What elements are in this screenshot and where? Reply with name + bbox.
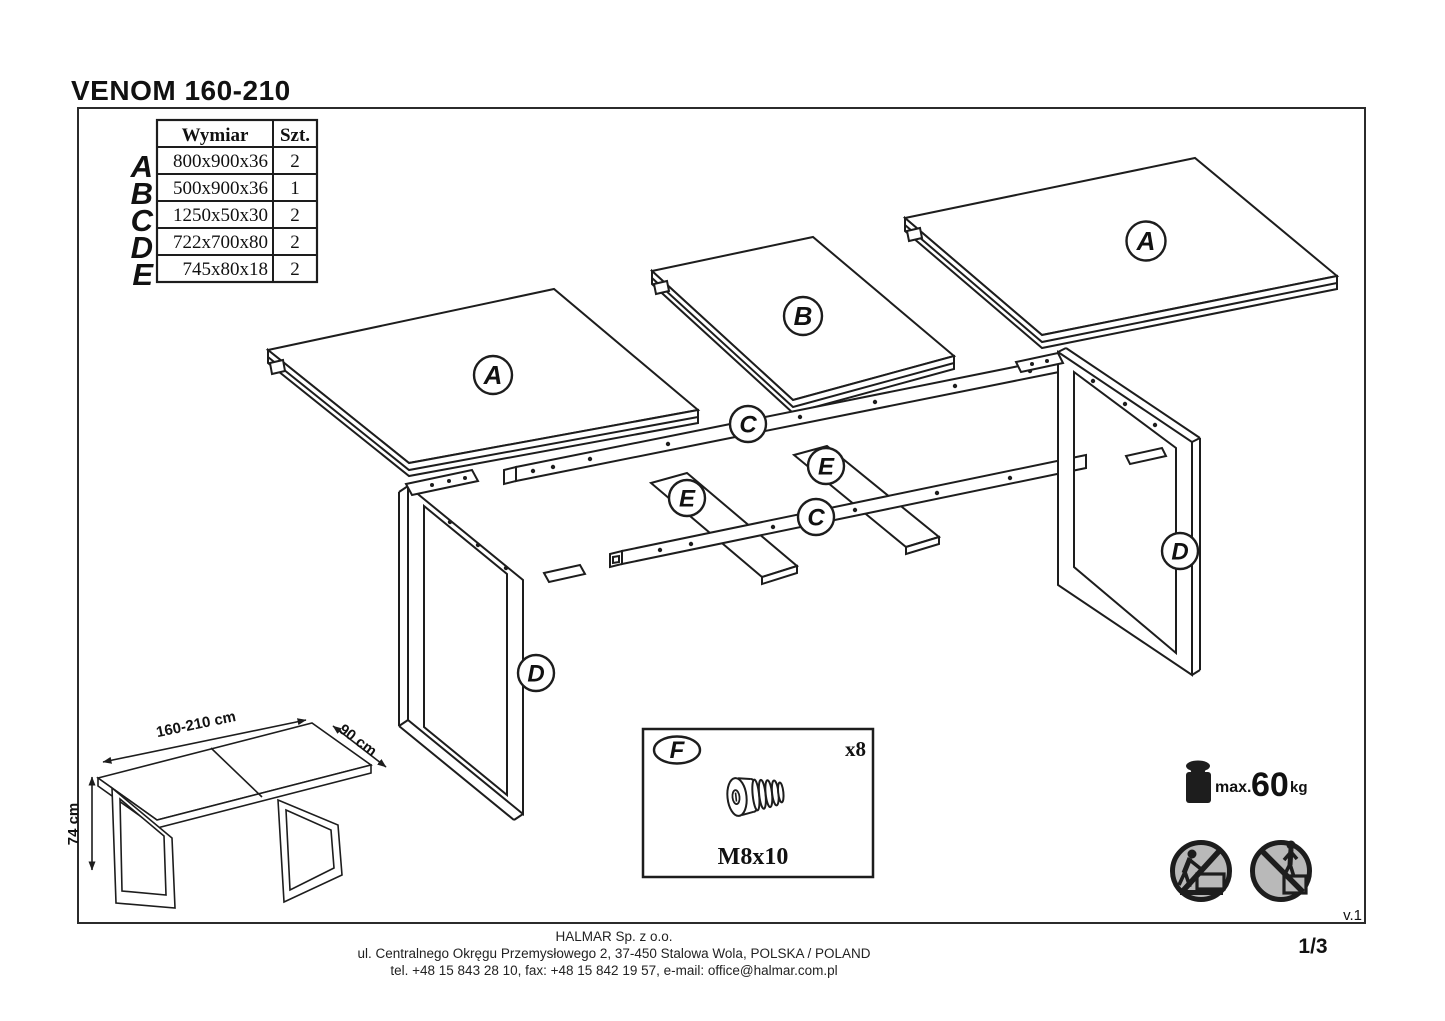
- part-badge-a-right: A: [1125, 220, 1167, 262]
- footer-contact: tel. +48 15 843 28 10, fax: +48 15 842 1…: [390, 963, 837, 978]
- height-dimension-label: 74 cm: [65, 803, 82, 846]
- depth-dimension-arrow: [332, 725, 387, 768]
- part-badge-c-lower: C: [796, 497, 836, 537]
- row-dim-a: 800x900x36: [173, 151, 268, 172]
- svg-text:C: C: [739, 412, 757, 439]
- rail-bracket: [404, 468, 480, 497]
- part-badge-c-upper: C: [728, 404, 768, 444]
- row-letter-e: E: [132, 257, 154, 292]
- row-letter-d: D: [131, 230, 153, 265]
- hardware-count: x8: [845, 737, 866, 761]
- exploded-diagram: A B A C E E C D: [265, 156, 1340, 821]
- col-header-qty: Szt.: [280, 125, 310, 146]
- overview-leg-left: [111, 786, 176, 909]
- length-dimension-arrow: [102, 718, 307, 764]
- row-qty-a: 2: [290, 151, 300, 172]
- rail-c-lower: [609, 453, 1087, 569]
- footer: HALMAR Sp. z o.o. ul. Centralnego Okręgu…: [357, 929, 870, 978]
- row-dim-d: 722x700x80: [173, 232, 268, 253]
- max-load-prefix: max.: [1215, 779, 1251, 796]
- page-border: [77, 107, 1366, 924]
- row-dim-e: 745x80x18: [183, 259, 269, 280]
- row-letter-a: A: [130, 149, 153, 184]
- footer-address: ul. Centralnego Okręgu Przemysłowego 2, …: [357, 946, 870, 961]
- overview-leg-right: [277, 798, 343, 904]
- page-title: VENOM 160-210: [71, 75, 291, 106]
- hardware-badge-f-label: F: [670, 737, 686, 764]
- weight-icon: [1186, 760, 1211, 803]
- row-qty-c: 2: [290, 205, 300, 226]
- part-badge-d-left: D: [516, 653, 556, 693]
- screw-icon: [726, 777, 785, 817]
- page-number: 1/3: [1298, 935, 1327, 958]
- max-load: max. 60 kg: [1186, 760, 1308, 804]
- part-badge-e-left: E: [667, 478, 707, 518]
- svg-text:E: E: [679, 486, 696, 513]
- part-badge-b: B: [782, 295, 824, 337]
- svg-text:E: E: [818, 454, 835, 481]
- col-header-dimension: Wymiar: [182, 125, 249, 146]
- row-dim-c: 1250x50x30: [173, 205, 268, 226]
- svg-text:A: A: [483, 360, 503, 390]
- hardware-badge-f: [652, 735, 702, 765]
- svg-text:B: B: [794, 301, 813, 331]
- row-qty-b: 1: [290, 178, 300, 199]
- row-letter-b: B: [131, 176, 153, 211]
- max-load-value: 60: [1251, 766, 1289, 804]
- svg-text:C: C: [807, 505, 825, 532]
- no-standing-icon: [1250, 840, 1312, 902]
- row-qty-e: 2: [290, 259, 300, 280]
- part-badge-d-right: D: [1160, 531, 1200, 571]
- svg-text:D: D: [527, 661, 544, 688]
- hardware-box: F x8 M8x10: [641, 727, 875, 879]
- max-load-unit: kg: [1290, 779, 1308, 796]
- version-label: v.1: [1343, 907, 1362, 924]
- tabletop-panel-a-right: [902, 156, 1340, 350]
- rail-bracket: [1014, 351, 1065, 374]
- assembled-overview: 160-210 cm 90 cm 74 cm: [65, 708, 387, 909]
- footer-company: HALMAR Sp. z o.o.: [555, 929, 672, 944]
- rail-bracket: [542, 563, 587, 584]
- svg-text:D: D: [1171, 539, 1188, 566]
- row-dim-b: 500x900x36: [173, 178, 268, 199]
- part-badge-a-left: A: [472, 354, 514, 396]
- row-letter-c: C: [131, 203, 154, 238]
- leg-frame-d-left: [398, 468, 587, 821]
- no-leaning-icon: [1170, 840, 1232, 902]
- svg-text:A: A: [1136, 226, 1156, 256]
- row-qty-d: 2: [290, 232, 300, 253]
- parts-table: Wymiar Szt. A 800x900x36 2 B 500x900x36 …: [130, 118, 319, 292]
- leg-frame-d-right: [1014, 347, 1201, 677]
- screw-size-label: M8x10: [718, 844, 789, 870]
- part-badge-e-right: E: [806, 446, 846, 486]
- rail-bracket: [1124, 446, 1168, 466]
